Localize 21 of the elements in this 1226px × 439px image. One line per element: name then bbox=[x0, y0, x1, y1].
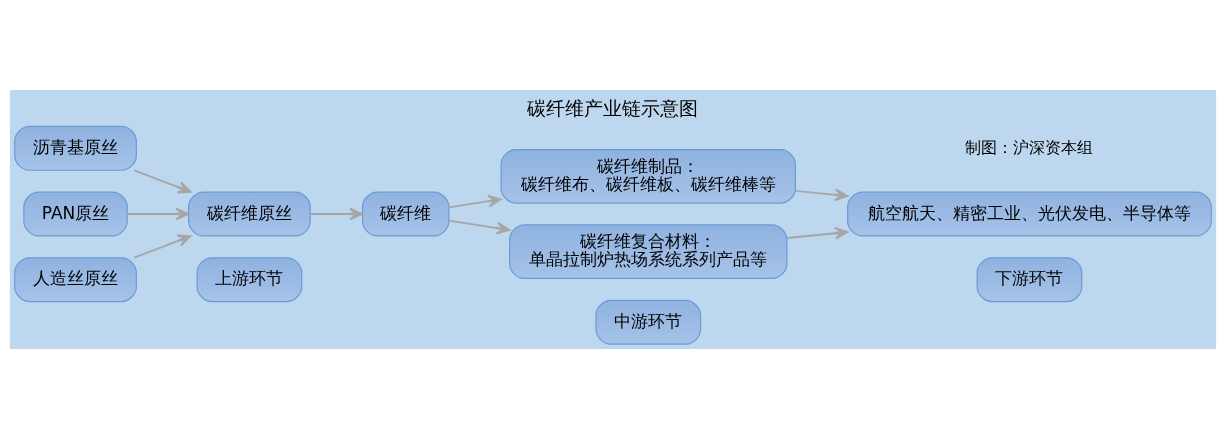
arrow bbox=[448, 194, 502, 209]
node-box: 上游环节 bbox=[196, 257, 303, 303]
node-box: 沥青基原丝 bbox=[14, 125, 137, 171]
node-box: 中游环节 bbox=[595, 299, 702, 345]
arrow bbox=[448, 219, 511, 235]
arrow bbox=[786, 226, 849, 240]
node-box: 碳纤维制品： 碳纤维布、碳纤维板、碳纤维棒等 bbox=[500, 148, 796, 204]
node-box: 碳纤维复合材料： 单晶拉制炉热场系统系列产品等 bbox=[509, 224, 788, 280]
diagram-title: 碳纤维产业链示意图 bbox=[527, 97, 699, 121]
arrow bbox=[795, 188, 849, 202]
node-box: 下游环节 bbox=[976, 257, 1083, 303]
arrow bbox=[126, 207, 190, 221]
arrow bbox=[309, 207, 363, 221]
node-box: 碳纤维原丝 bbox=[188, 191, 311, 237]
arrow bbox=[133, 169, 192, 194]
node-box: PAN原丝 bbox=[23, 191, 128, 237]
node-box: 航空航天、精密工业、光伏发电、半导体等 bbox=[847, 191, 1212, 237]
node-box: 人造丝原丝 bbox=[14, 257, 137, 303]
arrow bbox=[133, 234, 192, 259]
label: 制图：沪深资本组 bbox=[965, 137, 1094, 157]
node-box: 碳纤维 bbox=[361, 191, 450, 237]
